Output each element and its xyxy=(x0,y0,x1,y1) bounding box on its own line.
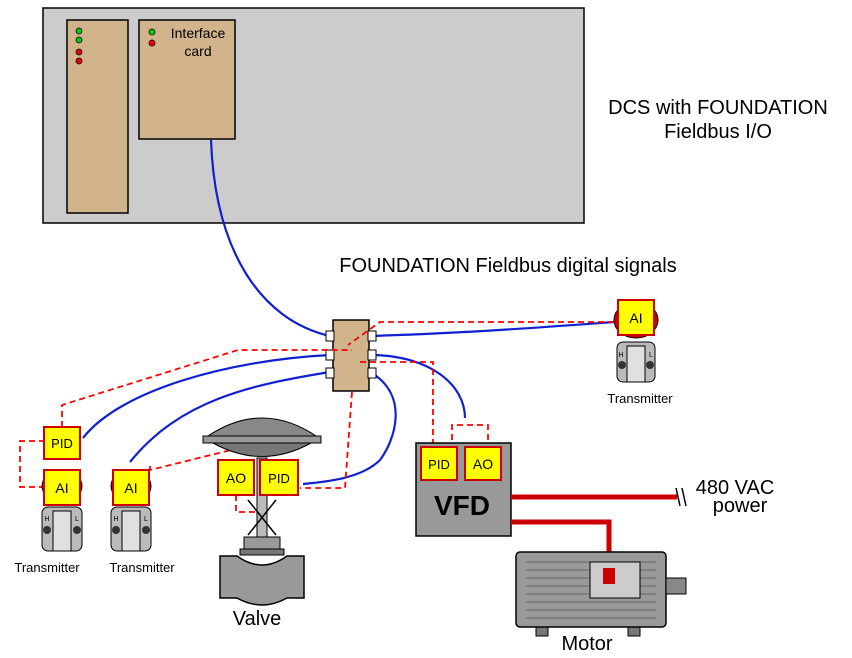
transmitter-left1-label: Transmitter xyxy=(14,560,80,575)
network-title: FOUNDATION Fieldbus digital signals xyxy=(339,255,677,277)
cpu-led-red-2 xyxy=(75,57,83,65)
block-pid-left-label: PID xyxy=(51,436,73,451)
block-ai-right-label: AI xyxy=(629,310,642,326)
trunk-cable xyxy=(209,139,331,338)
block-pid-valve: PID xyxy=(259,459,299,496)
transmitter-left1-h: H xyxy=(44,516,49,523)
dcs-rack: Interface card xyxy=(42,7,585,224)
signal-vfd-pid-to-ao xyxy=(451,424,489,445)
junction-block xyxy=(325,319,377,392)
fieldbus-cables xyxy=(82,139,615,486)
power-label-2: power xyxy=(713,495,768,517)
motor xyxy=(515,551,687,637)
signal-left-ai-to-pid xyxy=(19,440,45,488)
card-led-red xyxy=(148,39,156,47)
spur-middle-transmitter xyxy=(129,370,331,463)
block-ao-vfd: AO xyxy=(464,446,502,481)
signal-right-ai-to-junction xyxy=(347,321,614,346)
block-ai-right: AI xyxy=(617,299,655,336)
transmitter-left2-l: L xyxy=(144,516,148,523)
block-pid-valve-label: PID xyxy=(268,471,290,486)
cpu-led-red-1 xyxy=(75,48,83,56)
interface-card-label-2: card xyxy=(184,43,211,59)
block-pid-vfd-label: PID xyxy=(428,457,450,472)
motor-label: Motor xyxy=(561,633,612,655)
control-valve xyxy=(202,417,322,606)
block-ai-left1-label: AI xyxy=(55,480,68,496)
card-led-green xyxy=(148,28,156,36)
cpu-led-green-2 xyxy=(75,36,83,44)
block-pid-left: PID xyxy=(43,426,81,460)
interface-card xyxy=(138,19,236,140)
block-ai-left2-label: AI xyxy=(124,480,137,496)
cpu-led-green-1 xyxy=(75,27,83,35)
transmitter-right-h: H xyxy=(618,352,623,359)
dcs-title-1: DCS with FOUNDATION xyxy=(608,97,828,119)
block-ao-valve: AO xyxy=(217,459,255,496)
signal-junction-to-vfd-pid xyxy=(360,361,434,445)
signal-left-pid-to-junction xyxy=(61,349,352,427)
interface-card-label-1: Interface xyxy=(171,25,226,41)
transmitter-left1-l: L xyxy=(75,516,79,523)
dcs-title-2: Fieldbus I/O xyxy=(664,121,772,143)
block-pid-vfd: PID xyxy=(420,446,458,481)
transmitter-right-label: Transmitter xyxy=(607,391,673,406)
transmitter-left2-label: Transmitter xyxy=(109,560,175,575)
block-ao-vfd-label: AO xyxy=(473,456,493,472)
spur-right-transmitter xyxy=(369,320,615,338)
block-ai-left2: AI xyxy=(112,469,150,506)
spur-vfd xyxy=(369,353,467,419)
spur-left-transmitter xyxy=(82,353,331,439)
power-break-mark xyxy=(675,487,687,507)
dcs-cpu-card xyxy=(66,19,129,214)
spur-valve xyxy=(302,371,397,486)
transmitter-right-l: L xyxy=(649,352,653,359)
vfd-label: VFD xyxy=(434,490,490,521)
transmitter-left2-h: H xyxy=(113,516,118,523)
signal-junction-to-valve xyxy=(300,391,353,489)
block-ao-valve-label: AO xyxy=(226,470,246,486)
power-label-1: 480 VAC xyxy=(696,477,775,499)
valve-label: Valve xyxy=(233,608,282,630)
block-ai-left1: AI xyxy=(43,469,81,506)
